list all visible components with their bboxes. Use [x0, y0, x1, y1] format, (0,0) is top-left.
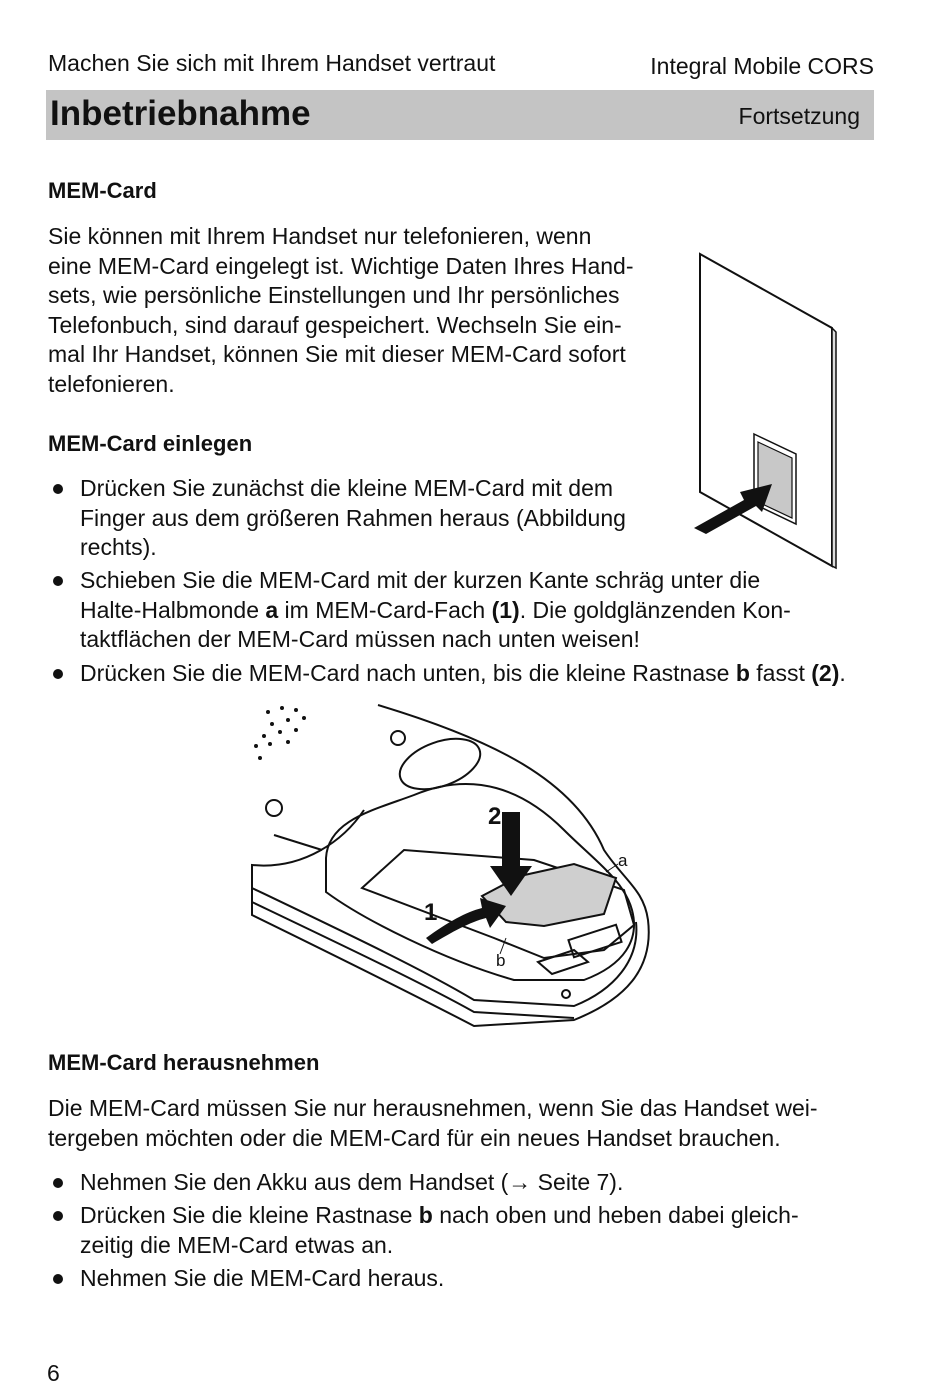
push-down-arrow-icon	[490, 812, 532, 896]
paragraph-line: tergeben möchten oder die MEM-Card für e…	[48, 1124, 781, 1151]
page-subtitle: Fortsetzung	[738, 103, 860, 129]
paragraph-line: Die MEM-Card müssen Sie nur herausnehmen…	[48, 1095, 818, 1121]
bullet-icon	[53, 484, 63, 494]
title-bar: Inbetriebnahme Fortsetzung	[46, 90, 874, 140]
bullet-item: Nehmen Sie den Akku aus dem Handset (→ S…	[48, 1168, 623, 1198]
section-heading-mem-card-herausnehmen: MEM-Card herausnehmen	[48, 1050, 320, 1075]
page-title: Inbetriebnahme	[50, 94, 311, 133]
bullet-item: Drücken Sie die kleine Rastnase b nach o…	[48, 1201, 799, 1260]
figure-label-a: a	[618, 851, 628, 870]
paragraph-line: mal Ihr Handset, können Sie mit dieser M…	[48, 341, 626, 367]
figure-label-b: b	[496, 951, 505, 970]
bullet-item: Drücken Sie zunächst die kleine MEM-Card…	[48, 474, 626, 563]
bullet-item: Nehmen Sie die MEM-Card heraus.	[48, 1264, 444, 1294]
bullet-icon	[53, 1211, 63, 1221]
insert-arrow-icon	[694, 484, 772, 534]
running-header-right: Integral Mobile CORS	[650, 53, 874, 79]
figure-label-1: 1	[424, 899, 437, 926]
mem-card-frame-illustration	[694, 252, 837, 570]
page-number: 6	[47, 1360, 60, 1386]
bullet-icon	[53, 669, 63, 679]
paragraph-line: telefonieren.	[48, 370, 175, 397]
section-heading-mem-card-einlegen: MEM-Card einlegen	[48, 431, 253, 456]
bullet-icon	[53, 576, 63, 586]
bullet-icon	[53, 1274, 63, 1284]
paragraph-line: Sie können mit Ihrem Handset nur telefon…	[48, 223, 592, 249]
bullet-item: Schieben Sie die MEM-Card mit der kurzen…	[48, 566, 791, 655]
paragraph-line: Telefonbuch, sind darauf gespeichert. We…	[48, 311, 622, 338]
paragraph-line: sets, wie persönliche Einstellungen und …	[48, 282, 620, 308]
handset-insertion-illustration: 2 1 a b	[251, 704, 650, 1028]
bullet-icon	[53, 1178, 63, 1188]
running-header-left: Machen Sie sich mit Ihrem Handset vertra…	[48, 50, 496, 76]
bullet-item: Drücken Sie die MEM-Card nach unten, bis…	[48, 659, 846, 689]
insert-arrow-icon	[426, 898, 506, 944]
mem-card-paragraph: Sie können mit Ihrem Handset nur telefon…	[48, 222, 633, 399]
section-heading-mem-card: MEM-Card	[48, 178, 157, 203]
figure-label-2: 2	[488, 803, 501, 830]
paragraph-line: eine MEM-Card eingelegt ist. Wichtige Da…	[48, 252, 634, 279]
remove-paragraph: Die MEM-Card müssen Sie nur herausnehmen…	[48, 1094, 818, 1153]
